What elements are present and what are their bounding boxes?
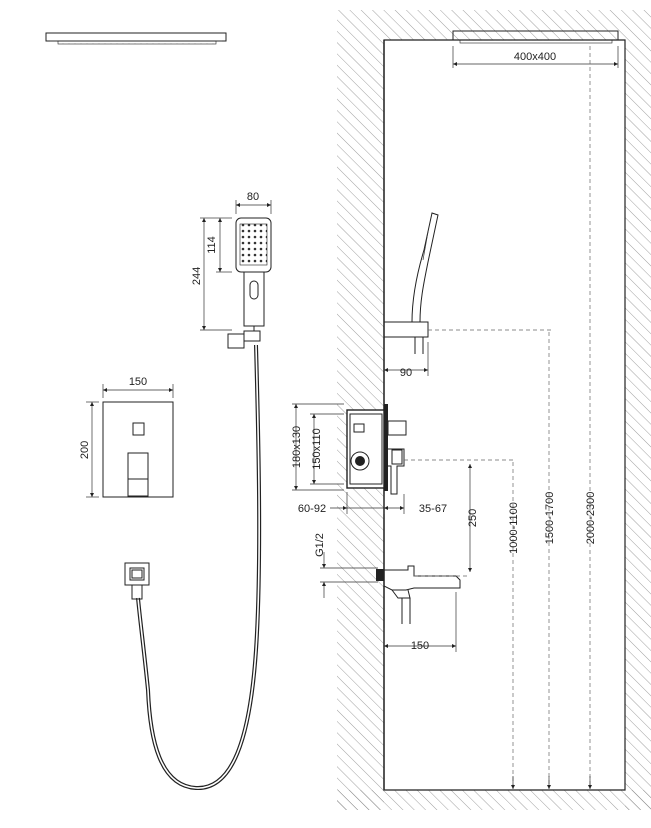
thread-dimension: G1/2 xyxy=(314,533,378,598)
dim-plate-width: 150 xyxy=(129,376,147,388)
dim-hand-total-length: 244 xyxy=(191,267,203,285)
concealed-mixer-box xyxy=(346,404,515,495)
hand-shower-dimensions: 80 114 244 xyxy=(191,191,272,331)
hand-shower-side-view: 90 xyxy=(383,212,552,379)
dim-height-holder: 1500-1700 xyxy=(544,492,556,545)
plate-dimensions: 150 200 xyxy=(79,376,174,498)
shower-hose xyxy=(136,344,262,791)
dim-hand-head-length: 114 xyxy=(206,236,218,254)
dim-plate-height: 200 xyxy=(79,441,91,459)
dim-hand-width: 80 xyxy=(247,191,259,203)
dim-height-mixer: 1000-1100 xyxy=(508,502,520,554)
dim-spout-gap: 250 xyxy=(467,509,479,527)
dim-thread: G1/2 xyxy=(314,533,326,557)
dim-depth-left: 60-92 xyxy=(298,503,326,515)
dim-wall-offset: 90 xyxy=(400,367,412,379)
rain-shower-side-view: 400x400 xyxy=(452,30,619,68)
hand-shower xyxy=(227,217,272,349)
mixer-front-plate xyxy=(102,401,174,498)
dim-box-outer: 180x130 xyxy=(291,426,303,468)
box-dimensions: 180x130 150x110 60-92 35-67 xyxy=(291,403,447,515)
wall-outlet xyxy=(124,562,150,600)
dim-height-rain: 2000-2300 xyxy=(585,492,597,545)
dim-box-inner: 150x110 xyxy=(311,428,323,469)
bath-spout xyxy=(376,565,470,624)
dim-depth-right: 35-67 xyxy=(419,503,447,515)
spout-dimensions: 250 150 xyxy=(383,464,479,652)
dim-spout-length: 150 xyxy=(411,640,429,652)
rain-shower-top-view xyxy=(45,32,227,45)
dim-rain-size: 400x400 xyxy=(514,51,556,63)
height-dimensions: 1000-1100 1500-1700 2000-2300 xyxy=(508,46,597,789)
